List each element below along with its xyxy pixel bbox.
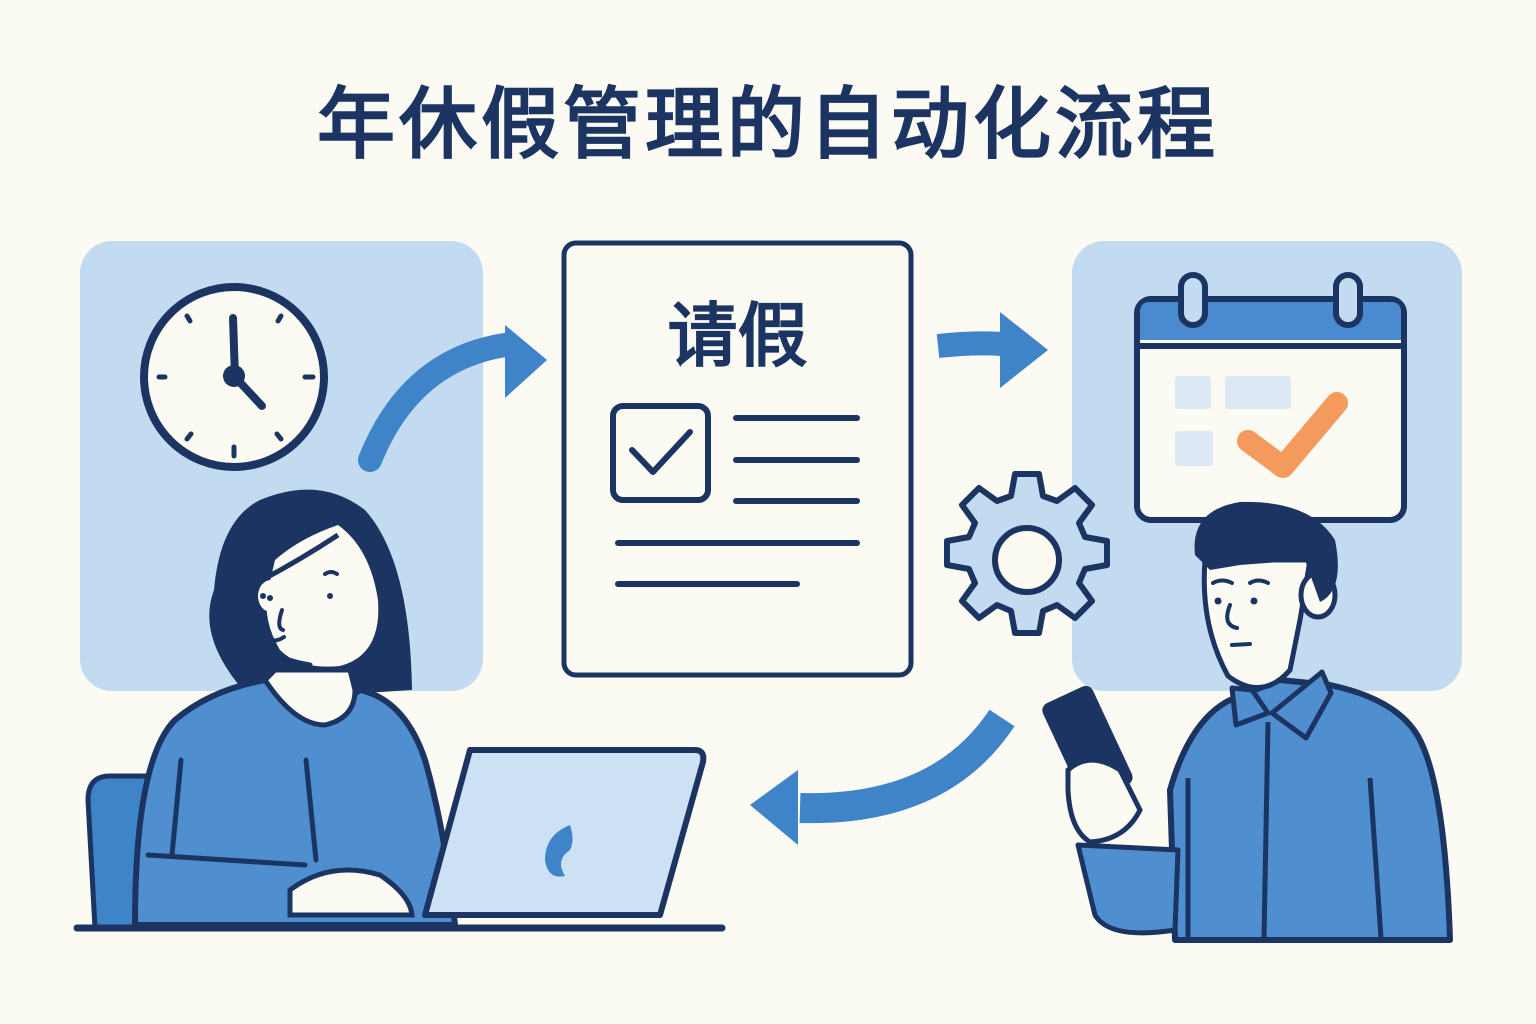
checkbox-icon — [610, 403, 711, 503]
arrow-to-calendar-icon — [936, 312, 1048, 388]
calendar-check-icon — [1134, 272, 1407, 523]
arrow-return-icon — [750, 709, 1015, 845]
gear-icon — [944, 471, 1110, 636]
manager-figure — [1042, 501, 1453, 943]
clock-icon — [140, 283, 328, 471]
page-title: 年休假管理的自动化流程 — [316, 80, 1219, 170]
leave-request-form — [561, 240, 914, 678]
arrow-to-form-icon — [358, 325, 547, 472]
employee-figure — [85, 489, 458, 931]
laptop-icon — [422, 747, 707, 918]
form-title: 请假 — [667, 295, 808, 377]
